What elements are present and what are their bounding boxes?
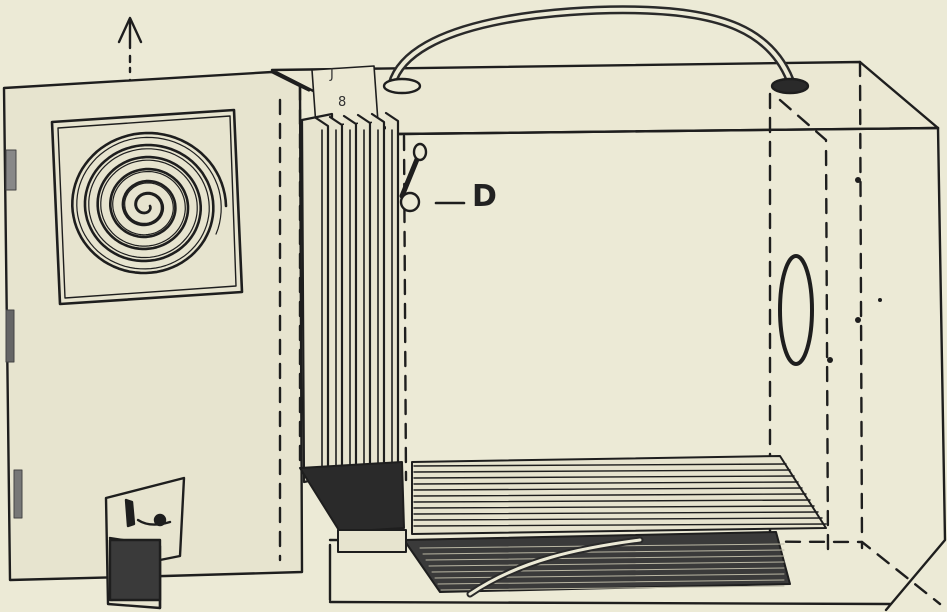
tray-line (413, 475, 795, 479)
spiral-coil-icon (71, 131, 228, 275)
tray-line (413, 481, 799, 485)
tray-line (413, 463, 787, 467)
tray-line (413, 505, 815, 509)
vent-oval (778, 254, 814, 366)
lever-key (399, 142, 466, 213)
spiral-coil-inner (76, 136, 222, 270)
tray-line (413, 469, 791, 473)
spiral-heater-panel (50, 108, 244, 306)
tray-line (413, 487, 803, 491)
main-box (270, 60, 947, 612)
tray-line (413, 517, 823, 521)
tray-line (413, 511, 819, 515)
lower-tray-line (431, 567, 785, 573)
label-d: D (472, 179, 497, 214)
lower-tray-line (425, 555, 785, 561)
lower-tray-line (422, 549, 785, 555)
rivet-dots (827, 177, 882, 363)
left-door-panel (2, 70, 304, 582)
tray-line (413, 493, 807, 497)
slide-holder (104, 476, 186, 610)
tray-line (413, 523, 827, 527)
label-top-a: J (330, 67, 334, 82)
slide-rack (300, 111, 400, 484)
tray-line (413, 499, 811, 503)
lower-tray-line (440, 585, 785, 591)
lower-tray-line (428, 561, 785, 567)
lower-tray-line (437, 579, 785, 585)
tray-stack (299, 455, 827, 598)
carry-handle (382, 5, 810, 95)
label-top-b: 8 (338, 95, 347, 110)
